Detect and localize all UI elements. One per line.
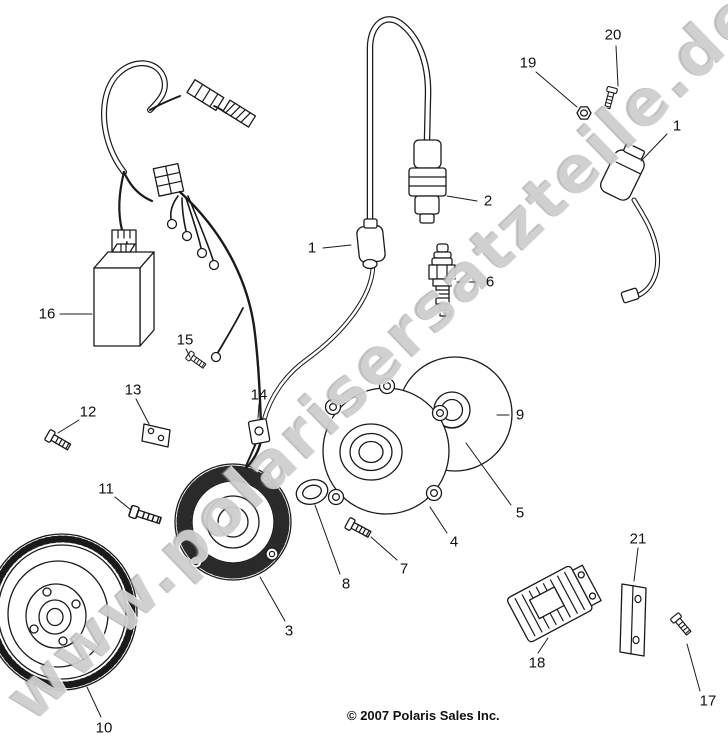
callout-13-8: 13 [124, 381, 142, 399]
ring-terminal [181, 230, 193, 242]
ring-terminal [166, 218, 178, 230]
cdi-box [93, 243, 155, 347]
callout-3-17: 3 [284, 622, 294, 640]
callout-1-4: 1 [307, 239, 317, 257]
callout-17-20: 17 [699, 692, 717, 710]
ignition-coil-left [261, 218, 386, 423]
callout-21-18: 21 [629, 530, 647, 548]
callout-2-3: 2 [483, 192, 493, 210]
flywheel [0, 533, 138, 691]
wiring-harness [101, 60, 263, 470]
ring-terminal [196, 247, 208, 259]
magneto-cover [322, 377, 450, 515]
spark-plug-wire [366, 16, 432, 236]
spark-plug-cap [408, 139, 447, 224]
callout-9-11: 9 [515, 406, 525, 424]
stator [174, 431, 292, 581]
harness-connector-b [222, 99, 257, 128]
voltage-regulator [507, 564, 602, 643]
mounting-bracket [619, 583, 647, 657]
callout-19-1: 19 [519, 54, 537, 72]
callout-7-15: 7 [399, 560, 409, 578]
callout-11-12: 11 [98, 480, 114, 498]
spark-plug [428, 243, 456, 317]
callout-12-9: 12 [79, 403, 97, 421]
bracket-13 [141, 423, 171, 448]
copyright-text: © 2007 Polaris Sales Inc. [347, 708, 500, 723]
harness-pin-connector [152, 162, 185, 197]
callout-20-0: 20 [604, 26, 622, 44]
callout-5-13: 5 [515, 504, 525, 522]
ignition-coil-right [600, 142, 661, 304]
callout-15-7: 15 [176, 331, 194, 349]
seal-8 [295, 479, 329, 505]
callout-10-21: 10 [95, 719, 113, 737]
callout-16-6: 16 [38, 305, 56, 323]
nut-19 [576, 106, 592, 120]
callout-8-16: 8 [341, 575, 351, 593]
ring-terminal [210, 351, 222, 363]
sensor-14 [247, 418, 271, 445]
harness-connector-a [186, 79, 225, 112]
callout-14-10: 14 [250, 386, 268, 404]
callout-4-14: 4 [449, 533, 459, 551]
leader-lines [57, 45, 701, 718]
ring-terminal [208, 259, 220, 271]
callout-18-19: 18 [528, 654, 546, 672]
callout-1-2: 1 [672, 117, 682, 135]
callout-6-5: 6 [485, 273, 495, 291]
